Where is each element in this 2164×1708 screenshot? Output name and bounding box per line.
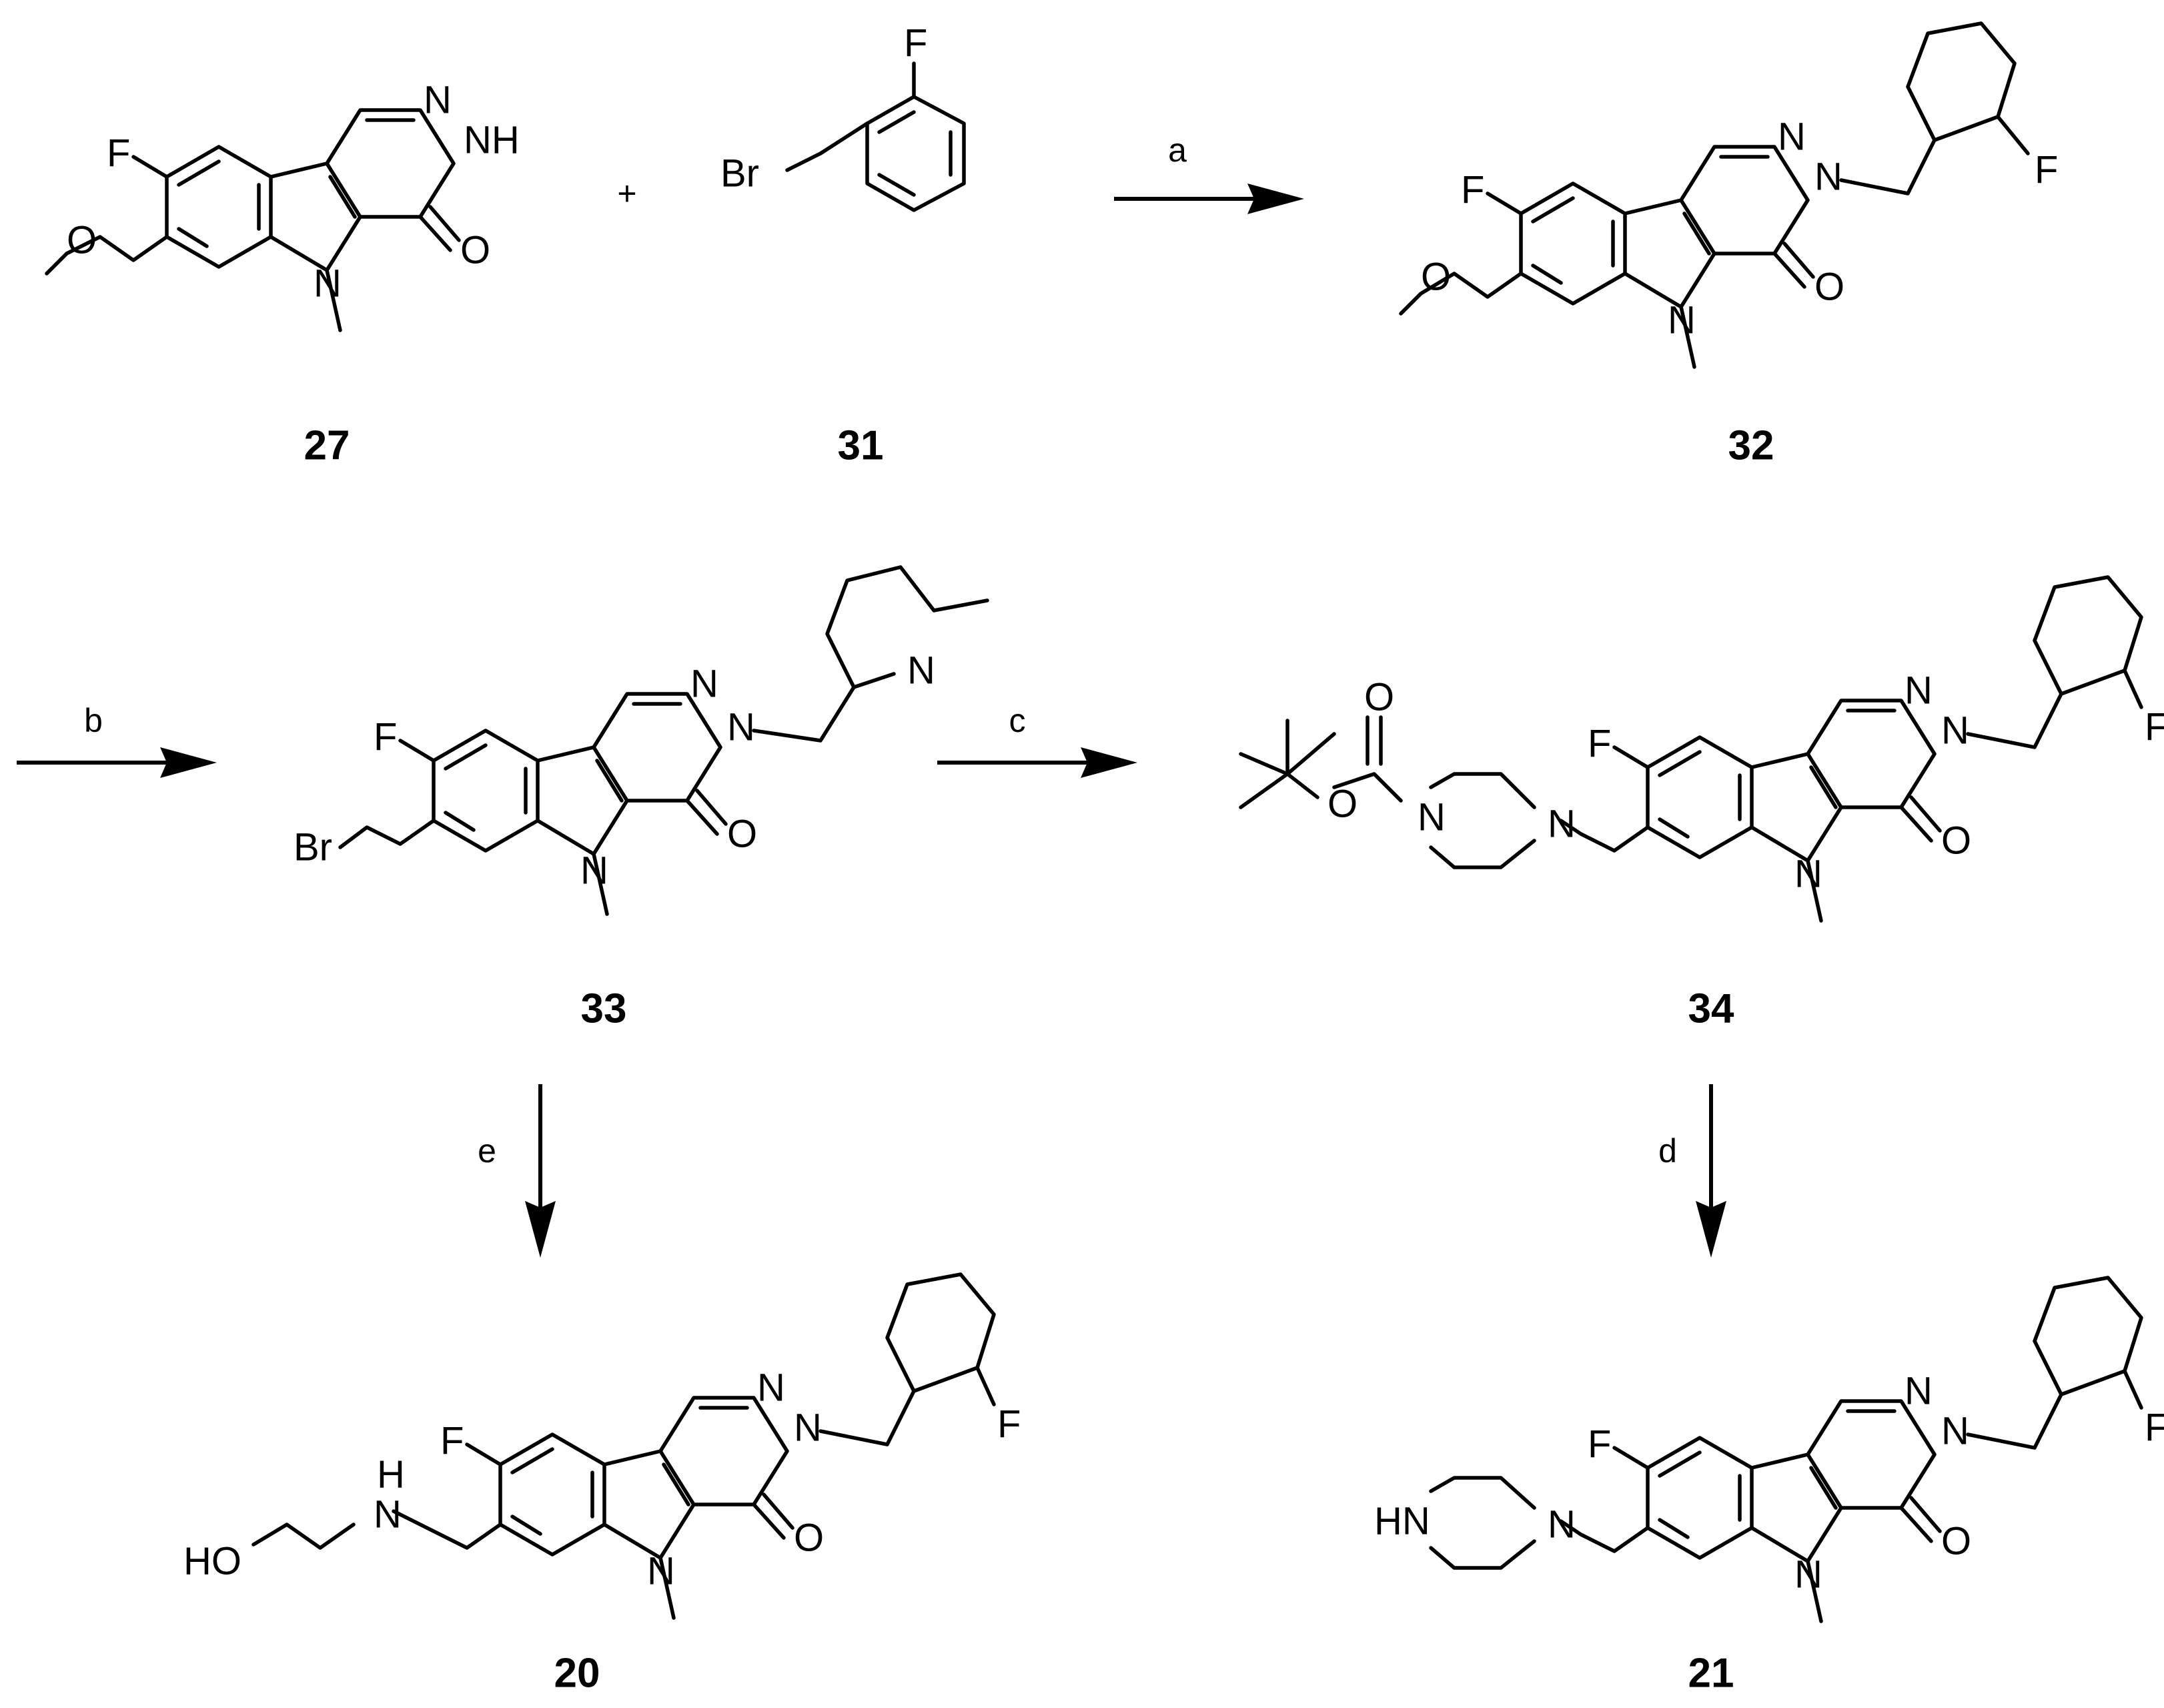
atom-label: N xyxy=(794,1406,822,1450)
atom-label: Br xyxy=(720,152,759,195)
atom-label: F xyxy=(107,132,130,175)
atom-label: N xyxy=(1418,796,1446,839)
atom-label: HN xyxy=(1374,1500,1430,1543)
atom-label: N xyxy=(1905,669,1933,713)
compound-label-20: 20 xyxy=(554,1651,600,1697)
atom-label: O xyxy=(1941,1520,1971,1563)
atom-label: F xyxy=(1588,723,1611,766)
atom-label: N xyxy=(727,706,755,749)
atom-label: O xyxy=(1327,783,1358,826)
atom-label: Br xyxy=(294,826,332,869)
atom-label: O xyxy=(1364,676,1394,719)
atom-label: N xyxy=(1905,1370,1933,1413)
atom-label: F xyxy=(997,1403,1021,1446)
atom-label: O xyxy=(1941,819,1971,863)
compound-33-structure: F Br N N O N N xyxy=(294,565,989,914)
atom-label: N xyxy=(1941,1410,1969,1453)
compound-21-structure: F N HN N N O N F xyxy=(1374,1276,2164,1621)
condition-a: a xyxy=(1168,131,1187,169)
atom-label: F xyxy=(2145,1406,2164,1450)
condition-d: d xyxy=(1658,1132,1677,1170)
atom-label: N xyxy=(1941,709,1969,753)
arrowhead-d xyxy=(1696,1201,1726,1258)
atom-label: N xyxy=(1668,299,1696,342)
atom-label: N xyxy=(1814,155,1842,199)
atom-label: O xyxy=(794,1517,824,1560)
atom-label: H xyxy=(377,1453,405,1497)
atom-label: O xyxy=(460,229,490,272)
arrowhead-e xyxy=(525,1201,556,1258)
atom-label: F xyxy=(2145,706,2164,749)
compound-32-structure: F O N N O N F xyxy=(1399,21,2058,367)
atom-label: N xyxy=(374,1493,402,1537)
atom-label: N xyxy=(1778,115,1806,159)
condition-c: c xyxy=(1009,702,1026,739)
atom-label: O xyxy=(1421,256,1451,299)
plus-sign: + xyxy=(617,175,636,212)
atom-label: F xyxy=(2035,149,2058,192)
atom-label: NH xyxy=(464,119,520,162)
compound-label-27: 27 xyxy=(304,423,350,469)
atom-label: F xyxy=(1461,169,1484,212)
atom-label: N xyxy=(1548,1503,1576,1547)
atom-label: N xyxy=(1794,853,1822,896)
compound-31-structure: F Br xyxy=(720,22,966,212)
atom-label: F xyxy=(374,716,397,759)
compound-label-31: 31 xyxy=(838,423,884,469)
atom-label: N xyxy=(907,649,935,693)
atom-label: F xyxy=(440,1420,464,1463)
atom-label: F xyxy=(904,22,927,65)
compound-label-32: 32 xyxy=(1728,423,1774,469)
compound-20-structure: F N H HO N N O N F xyxy=(183,1272,1021,1618)
atom-label: N xyxy=(757,1366,785,1410)
atom-label: N xyxy=(424,79,452,122)
condition-b: b xyxy=(84,702,103,739)
atom-label: N xyxy=(1548,803,1576,846)
atom-label: F xyxy=(1588,1423,1611,1466)
atom-label: N xyxy=(580,849,608,893)
arrowhead-c xyxy=(1081,747,1137,778)
atom-label: N xyxy=(690,663,718,706)
arrowhead-a xyxy=(1247,183,1304,214)
compound-label-33: 33 xyxy=(581,986,627,1032)
compound-label-21: 21 xyxy=(1688,1651,1734,1697)
compound-34-structure: F N N O O N N O N F xyxy=(1239,575,2164,921)
compound-27-structure: F O N NH O N xyxy=(45,79,520,331)
atom-label: O xyxy=(1814,266,1844,309)
arrowhead-b xyxy=(160,747,217,778)
condition-e: e xyxy=(478,1132,496,1170)
atom-label: O xyxy=(67,219,97,262)
atom-label: HO xyxy=(183,1540,241,1583)
atom-label: N xyxy=(314,262,342,306)
atom-label: O xyxy=(727,813,757,856)
atom-label: N xyxy=(1794,1553,1822,1597)
compound-label-34: 34 xyxy=(1688,986,1734,1032)
atom-label: N xyxy=(647,1550,675,1593)
